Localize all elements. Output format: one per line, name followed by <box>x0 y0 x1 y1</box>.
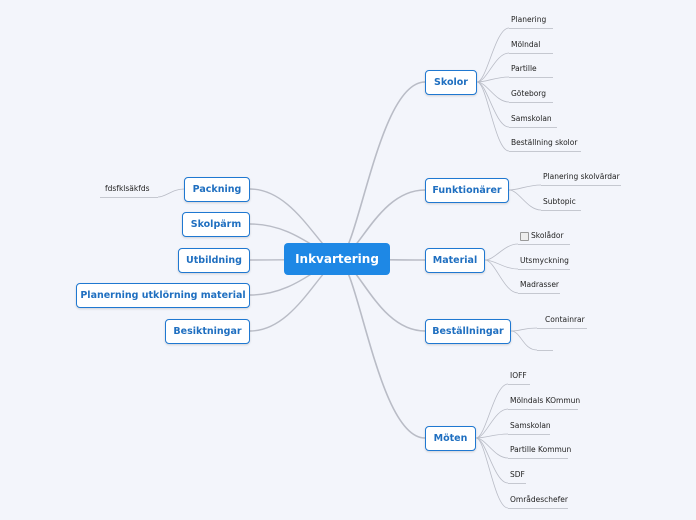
subtopic-sdf[interactable]: SDF <box>510 470 525 479</box>
topic-bestallningar[interactable]: Beställningar <box>425 319 511 344</box>
subtopic-samskolan[interactable]: Samskolan <box>511 114 552 123</box>
checkbox-icon[interactable] <box>520 231 529 241</box>
connector-curve <box>484 259 519 294</box>
subtopic-underline <box>508 409 578 410</box>
subtopic-underline <box>518 244 570 245</box>
subtopic-underline <box>518 269 570 270</box>
topic-moten[interactable]: Möten <box>425 426 476 451</box>
subtopic-madrasser[interactable]: Madrasser <box>520 280 560 289</box>
central-topic[interactable]: Inkvartering <box>284 243 390 275</box>
topic-skolparm[interactable]: Skolpärm <box>182 212 250 237</box>
connector-curve <box>484 259 519 270</box>
subtopic-partille-kommun[interactable]: Partille Kommun <box>510 445 572 454</box>
subtopic-underline <box>508 384 530 385</box>
connector-curve <box>476 27 510 83</box>
subtopic-underline <box>508 508 568 509</box>
subtopic-molndals-kommun[interactable]: Mölndals KOmmun <box>510 396 581 405</box>
subtopic-bestallning-skolor[interactable]: Beställning skolor <box>511 138 578 147</box>
connector-curve <box>339 81 426 260</box>
connector-curve <box>484 243 519 261</box>
subtopic-molndal[interactable]: Mölndal <box>511 40 541 49</box>
topic-packning[interactable]: Packning <box>184 177 250 202</box>
connector-curve <box>510 327 538 332</box>
subtopic-utsmyckning[interactable]: Utsmyckning <box>520 256 569 265</box>
subtopic-underline <box>541 185 621 186</box>
connector-curve <box>475 408 509 439</box>
subtopic-underline <box>509 127 557 128</box>
subtopic-planering[interactable]: Planering <box>511 15 547 24</box>
subtopic-underline <box>537 328 587 329</box>
subtopic-partille[interactable]: Partille <box>511 64 537 73</box>
connector-curve <box>508 189 542 211</box>
subtopic-goteborg[interactable]: Göteborg <box>511 89 547 98</box>
connector-curve <box>475 437 509 484</box>
subtopic-underline <box>509 77 553 78</box>
topic-besiktningar[interactable]: Besiktningar <box>165 319 250 344</box>
subtopic-subtopic[interactable]: Subtopic <box>543 197 576 206</box>
topic-material[interactable]: Material <box>425 248 485 273</box>
subtopic-underline <box>509 53 553 54</box>
topic-utbildning[interactable]: Utbildning <box>178 248 250 273</box>
connector-curve <box>475 433 509 439</box>
subtopic-underline <box>508 434 550 435</box>
subtopic-underline <box>537 350 553 351</box>
subtopic-underline <box>508 483 526 484</box>
topic-skolor[interactable]: Skolor <box>425 70 477 95</box>
subtopic-fdsfklsakfds[interactable]: fdsfklsäkfds <box>105 184 150 193</box>
subtopic-omradeschefer[interactable]: Områdeschefer <box>510 495 569 504</box>
connector-curve <box>476 76 510 83</box>
subtopic-underline <box>509 151 581 152</box>
subtopic-underline <box>509 102 553 103</box>
subtopic-skoladoor-label: Skolådor <box>531 231 564 240</box>
connector-curve <box>339 258 426 439</box>
connector-curve <box>475 437 509 509</box>
connector-curve <box>157 188 185 198</box>
topic-funktionarer[interactable]: Funktionärer <box>425 178 509 203</box>
subtopic-skoladoor[interactable]: Skolådor <box>520 231 564 241</box>
subtopic-underline <box>508 458 568 459</box>
subtopic-planering-skolvardar[interactable]: Planering skolvärdar <box>543 172 620 181</box>
subtopic-ioff[interactable]: IOFF <box>510 371 527 380</box>
subtopic-underline <box>541 210 581 211</box>
subtopic-samskolan-moten[interactable]: Samskolan <box>510 421 551 430</box>
connector-curve <box>510 330 538 351</box>
connector-curve <box>476 81 510 152</box>
connector-curve <box>476 52 510 83</box>
subtopic-containrar[interactable]: Containrar <box>545 315 585 324</box>
subtopic-underline <box>518 293 560 294</box>
connector-curve <box>508 184 542 191</box>
connector-curve <box>475 383 509 439</box>
topic-planerning-utklorning-material[interactable]: Planerning utklörning material <box>76 283 250 308</box>
subtopic-underline <box>100 197 158 198</box>
subtopic-underline <box>509 28 553 29</box>
